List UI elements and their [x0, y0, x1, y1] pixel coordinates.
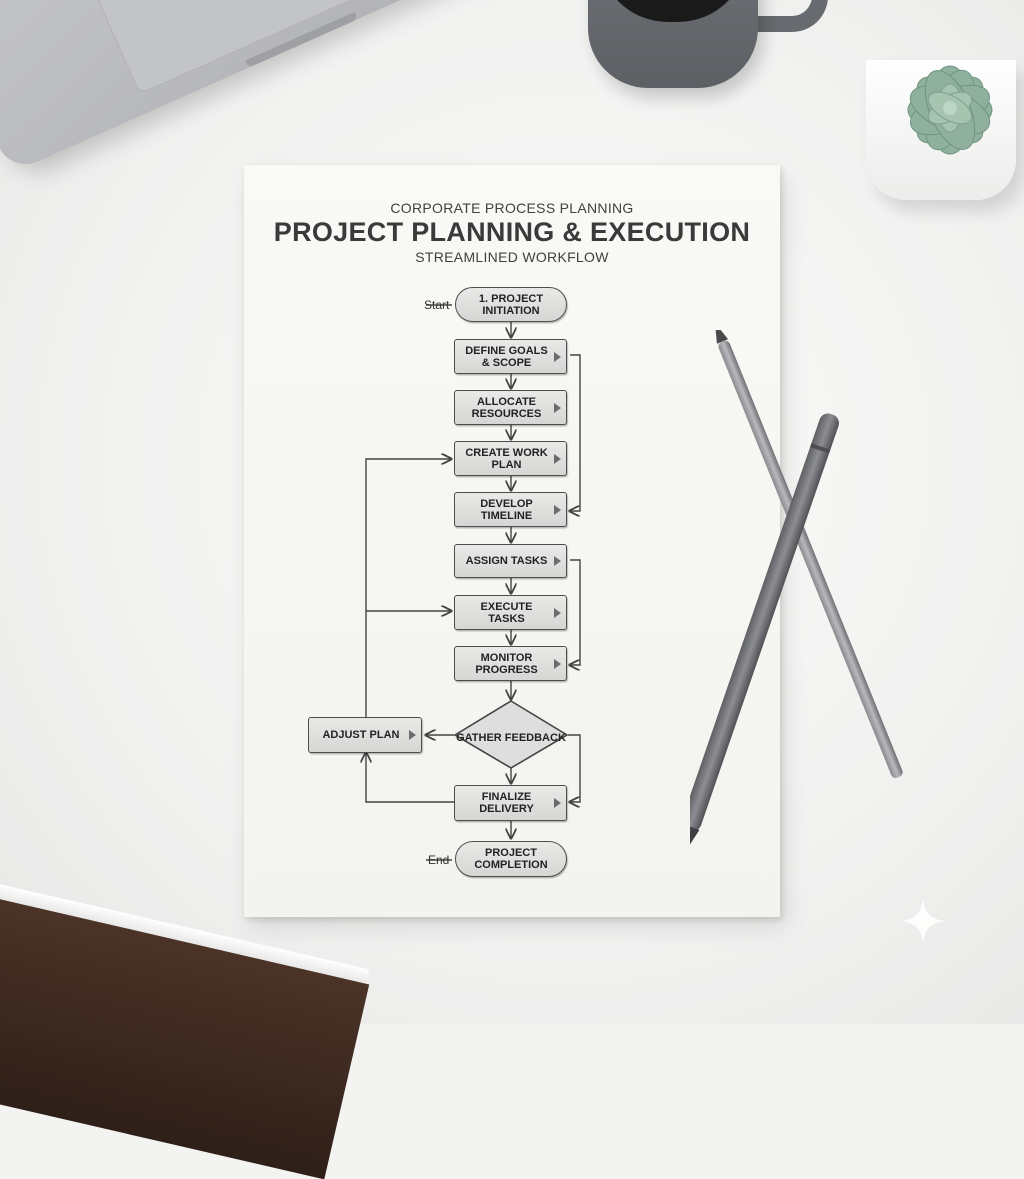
node-adjust-plan: ADJUST PLAN — [308, 717, 422, 753]
start-label: Start — [424, 298, 450, 312]
play-icon — [554, 607, 561, 618]
node-develop-timeline: DEVELOP TIMELINE — [454, 492, 567, 527]
play-icon — [554, 658, 561, 669]
node-label: CREATE WORK PLAN — [465, 446, 548, 471]
document-title: PROJECT PLANNING & EXECUTION — [273, 217, 751, 247]
node-label: DEFINE GOALS & SCOPE — [465, 344, 548, 369]
pencil — [690, 330, 903, 861]
play-icon — [554, 798, 561, 808]
node-label: ASSIGN TASKS — [465, 555, 548, 567]
play-icon — [554, 504, 561, 515]
node-create-work-plan: CREATE WORK PLAN — [454, 441, 567, 476]
node-finalize-delivery: FINALIZE DELIVERY — [454, 785, 567, 821]
node-label: EXECUTE TASKS — [480, 600, 533, 625]
play-icon — [409, 730, 416, 740]
document-subtitle: STREAMLINED WORKFLOW — [415, 249, 609, 265]
flowchart-sheet: CORPORATE PROCESS PLANNING PROJECT PLANN… — [244, 165, 780, 917]
node-project-initiation: 1. PROJECT INITIATION — [455, 287, 567, 322]
sparkle-icon — [900, 898, 946, 944]
node-label: FINALIZE DELIVERY — [479, 791, 534, 815]
node-assign-tasks: ASSIGN TASKS — [454, 544, 567, 578]
node-label: GATHER FEEDBACK — [456, 732, 566, 744]
play-icon — [554, 402, 561, 413]
node-label: DEVELOP TIMELINE — [480, 497, 533, 522]
coffee-mug — [588, 0, 828, 90]
end-label: End — [428, 853, 450, 867]
node-label: 1. PROJECT INITIATION — [478, 292, 544, 317]
node-execute-tasks: EXECUTE TASKS — [454, 595, 567, 630]
document-kicker: CORPORATE PROCESS PLANNING — [390, 200, 634, 216]
mug-body — [588, 0, 758, 88]
play-icon — [554, 453, 561, 464]
node-label: PROJECT COMPLETION — [474, 847, 548, 871]
node-label: ADJUST PLAN — [322, 729, 400, 741]
node-project-completion: PROJECT COMPLETION — [455, 841, 567, 877]
succulent-plant — [860, 0, 1024, 180]
node-monitor-progress: MONITOR PROGRESS — [454, 646, 567, 681]
node-gather-feedback: GATHER FEEDBACK — [456, 718, 566, 758]
play-icon — [554, 351, 561, 362]
node-label: ALLOCATE RESOURCES — [471, 395, 542, 420]
flowchart-connectors — [244, 304, 581, 861]
node-allocate-resources: ALLOCATE RESOURCES — [454, 390, 567, 425]
node-define-goals: DEFINE GOALS & SCOPE — [454, 339, 567, 374]
node-label: MONITOR PROGRESS — [475, 651, 538, 676]
coffee — [598, 0, 748, 22]
play-icon — [554, 556, 561, 566]
